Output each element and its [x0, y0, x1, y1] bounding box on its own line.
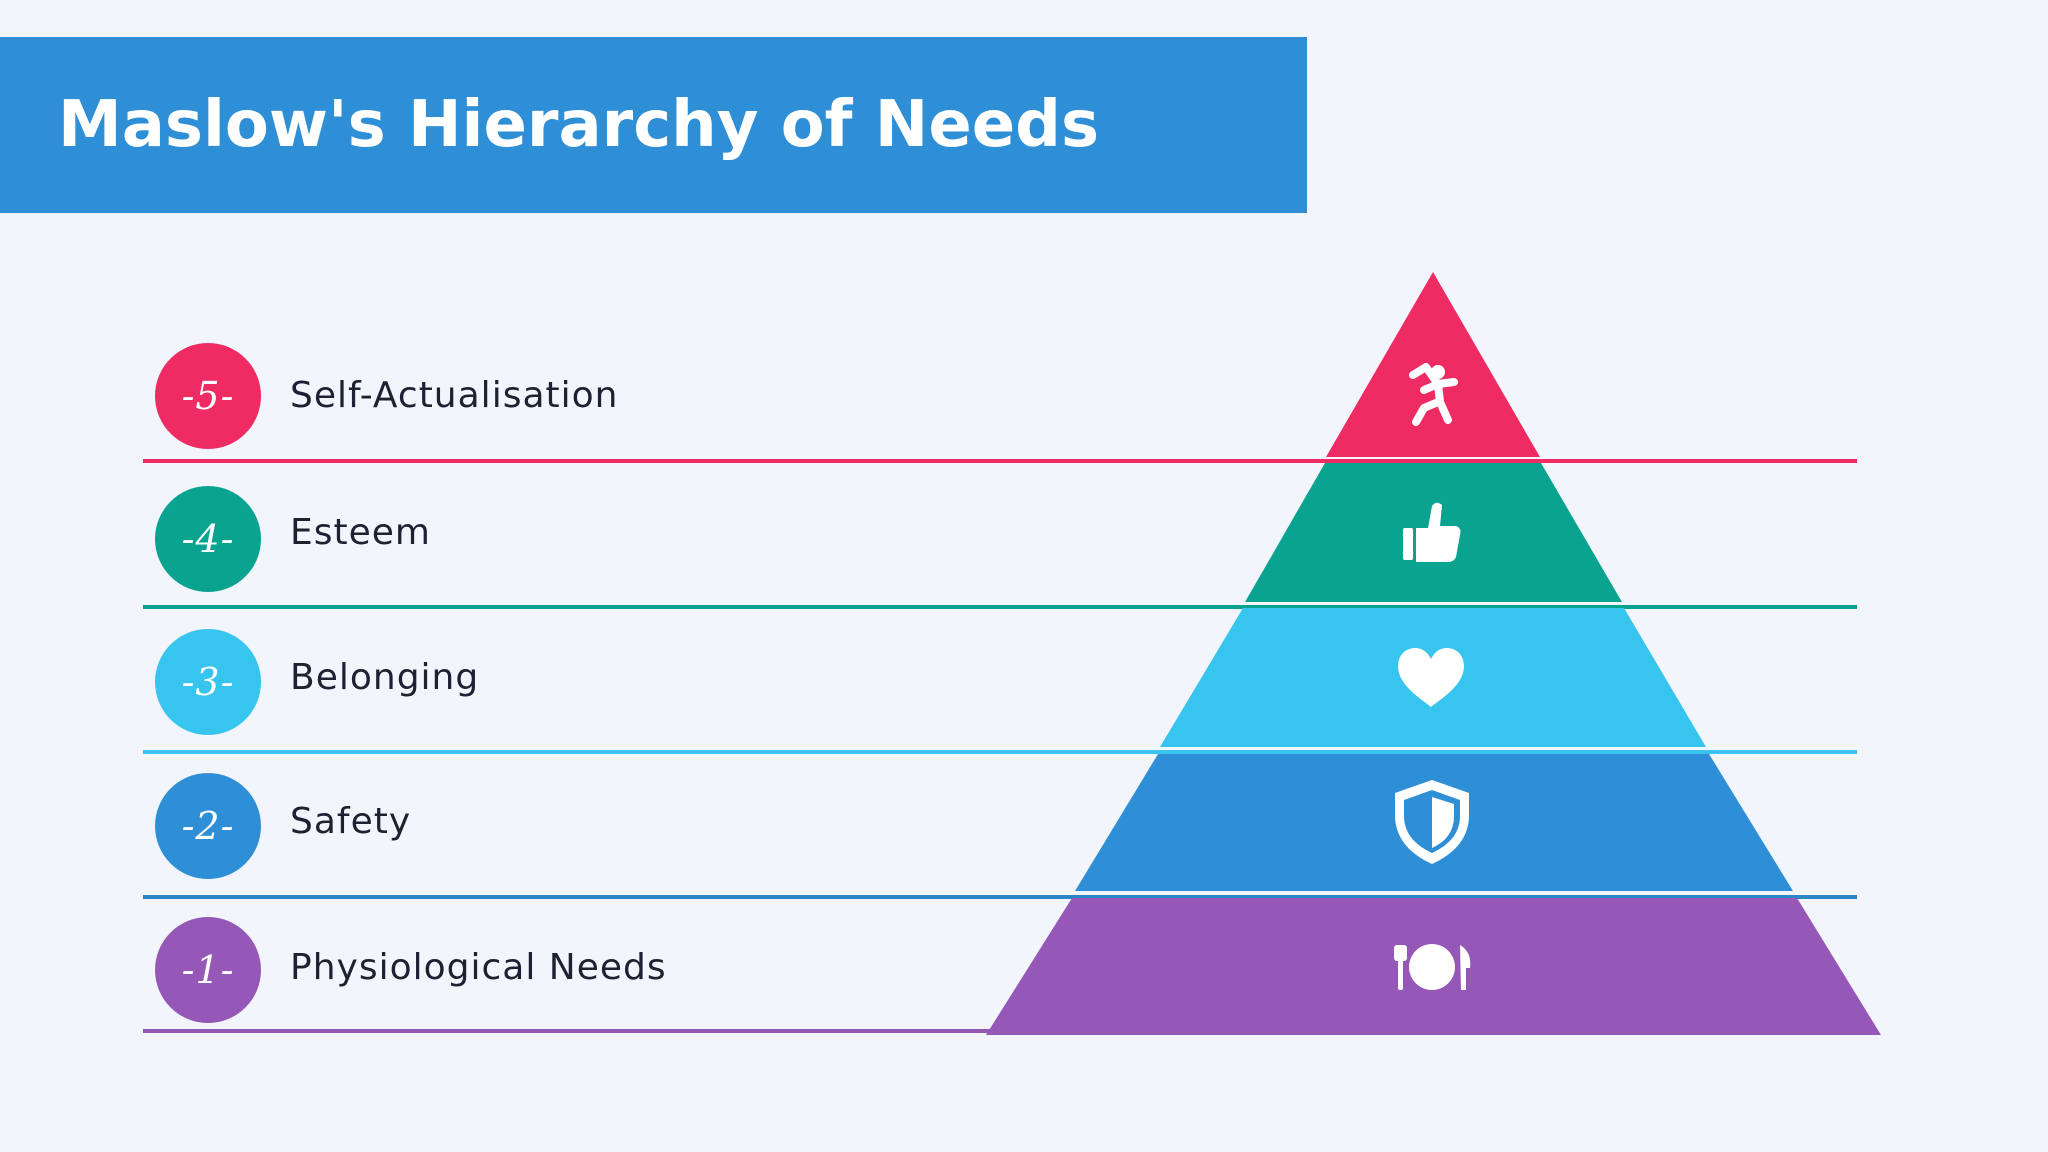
level-label-esteem: Esteem	[290, 512, 431, 553]
level-label-physiological-needs: Physiological Needs	[290, 947, 667, 988]
running-person-icon	[1409, 363, 1458, 426]
thumbs-up-icon	[1403, 502, 1461, 562]
level-badge-4: -4-	[155, 486, 261, 592]
level-row-belonging: -3- Belonging	[0, 626, 1600, 736]
level-badge-1: -1-	[155, 917, 261, 1023]
level-row-esteem: -4- Esteem	[0, 483, 1600, 593]
divider-line-5	[143, 459, 1857, 463]
level-label-self-actualisation: Self-Actualisation	[290, 375, 619, 416]
level-label-belonging: Belonging	[290, 657, 480, 698]
level-badge-3: -3-	[155, 629, 261, 735]
plate-fork-knife-icon	[1394, 944, 1471, 990]
page-title: Maslow's Hierarchy of Needs	[58, 88, 1100, 162]
level-row-self-actualisation: -5- Self-Actualisation	[0, 340, 1600, 450]
heart-icon	[1398, 648, 1464, 707]
level-row-physiological-needs: -1- Physiological Needs	[0, 914, 1600, 1024]
divider-line-3	[143, 750, 1857, 754]
divider-line-1	[143, 1029, 993, 1033]
divider-line-2	[143, 895, 1857, 899]
level-badge-5: -5-	[155, 343, 261, 449]
level-badge-2: -2-	[155, 773, 261, 879]
shield-icon	[1395, 780, 1469, 864]
level-row-safety: -2- Safety	[0, 770, 1600, 880]
pyramid-tier-5	[1326, 272, 1540, 457]
divider-line-4	[143, 605, 1857, 609]
title-banner: Maslow's Hierarchy of Needs	[0, 37, 1307, 213]
level-label-safety: Safety	[290, 801, 412, 842]
